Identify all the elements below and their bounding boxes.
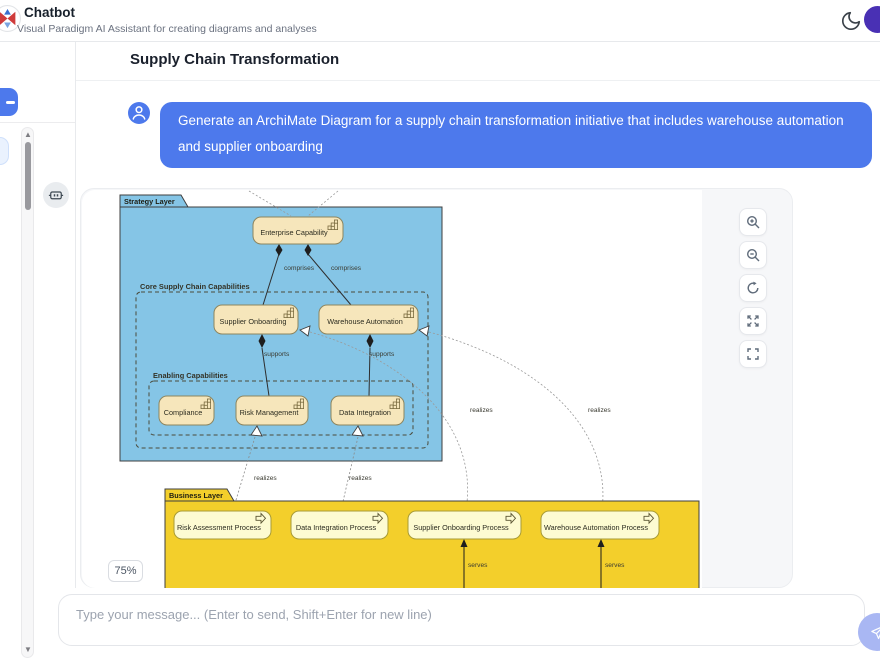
scroll-up-arrow-icon[interactable]: ▲ [24,130,32,139]
reset-rotate-icon [747,281,759,294]
zoom-in-button[interactable] [739,208,767,236]
app-subtitle: Visual Paradigm AI Assistant for creatin… [17,23,317,35]
zoom-level-badge: 75% [108,560,143,582]
sidebar-section-divider [0,122,75,123]
supports-label: supports [264,351,290,358]
visual-paradigm-logo-icon [0,5,21,32]
chat-history-item[interactable] [0,137,9,165]
dark-mode-toggle-moon-icon[interactable] [840,10,862,32]
enabling-capabilities-group[interactable]: Enabling Capabilities [148,371,414,436]
core-group-label: Core Supply Chain Capabilities [140,282,250,291]
node-warehouse-automation[interactable]: Warehouse Automation [318,304,419,335]
reset-view-button[interactable] [739,274,767,302]
diagram-message-card: Strategy Layer Core Supply Chain Capabil… [80,188,793,588]
user-message-bubble: Generate an ArchiMate Diagram for a supp… [160,102,872,168]
node-supplier-onboarding-process[interactable]: Supplier Onboarding Process [407,510,522,540]
robot-icon [48,191,64,200]
node-data-integration[interactable]: Data Integration [330,395,405,426]
supports-relationships [258,334,374,397]
assistant-avatar [43,182,69,208]
node-label: Risk Management [240,408,299,417]
zoom-out-button[interactable] [739,241,767,269]
dotted-connector [307,190,339,217]
realizes-label: realizes [588,407,611,414]
conversation-title: Supply Chain Transformation [130,51,340,68]
scrollbar-thumb[interactable] [24,142,31,210]
node-enterprise-capability[interactable]: Enterprise Capability [252,216,344,245]
send-paper-plane-icon [870,626,880,639]
plus-icon [6,101,15,104]
node-label: Warehouse Automation Process [544,523,648,532]
message-input-container [58,594,865,646]
diagram-canvas[interactable]: Strategy Layer Core Supply Chain Capabil… [82,190,702,588]
zoom-out-icon [746,248,760,262]
zoom-in-icon [746,215,760,229]
archimate-diagram: Strategy Layer Core Supply Chain Capabil… [119,190,700,588]
user-message-avatar-icon [128,102,150,124]
comprises-relationships [262,244,352,306]
enabling-group-label: Enabling Capabilities [153,371,228,380]
serves-relationships [460,539,605,588]
node-data-integration-process[interactable]: Data Integration Process [290,510,389,540]
node-label: Supplier Onboarding Process [413,523,509,532]
expand-button[interactable] [739,307,767,335]
new-chat-button[interactable] [0,88,18,116]
node-label: Enterprise Capability [260,228,328,237]
node-label: Compliance [164,408,203,417]
comprises-label: comprises [284,265,315,272]
comprises-label: comprises [331,265,362,272]
node-label: Supplier Onboarding [220,317,287,326]
expand-arrows-icon [747,315,759,327]
serves-label: serves [605,562,625,569]
realizes-label: realizes [254,475,277,482]
realizes-label: realizes [470,407,493,414]
node-compliance[interactable]: Compliance [158,395,215,426]
message-input[interactable] [76,607,846,637]
fullscreen-button[interactable] [739,340,767,368]
core-capabilities-group[interactable]: Core Supply Chain Capabilities [135,282,429,449]
node-warehouse-automation-process[interactable]: Warehouse Automation Process [540,510,660,540]
app-title: Chatbot [24,5,75,20]
user-profile-avatar[interactable] [864,6,880,33]
title-divider [76,80,880,81]
node-label: Risk Assessment Process [177,523,261,532]
scroll-down-arrow-icon[interactable]: ▼ [24,645,32,654]
chat-scrollbar[interactable]: ▲ ▼ [21,127,34,658]
strategy-layer-label: Strategy Layer [124,197,175,206]
node-label: Data Integration [339,408,391,417]
app-header: Chatbot Visual Paradigm AI Assistant for… [0,0,880,42]
supports-label: supports [369,351,395,358]
node-label: Warehouse Automation [327,317,403,326]
sidebar-divider-line [75,42,76,588]
node-label: Data Integration Process [296,523,377,532]
node-risk-assessment-process[interactable]: Risk Assessment Process [173,510,272,540]
realizes-relationships [232,325,604,511]
business-layer-label: Business Layer [169,491,223,500]
node-risk-management[interactable]: Risk Management [235,395,309,426]
serves-label: serves [468,562,488,569]
realizes-label: realizes [349,475,372,482]
fullscreen-icon [747,348,759,360]
node-supplier-onboarding[interactable]: Supplier Onboarding [213,304,299,335]
dotted-connector [248,190,292,217]
